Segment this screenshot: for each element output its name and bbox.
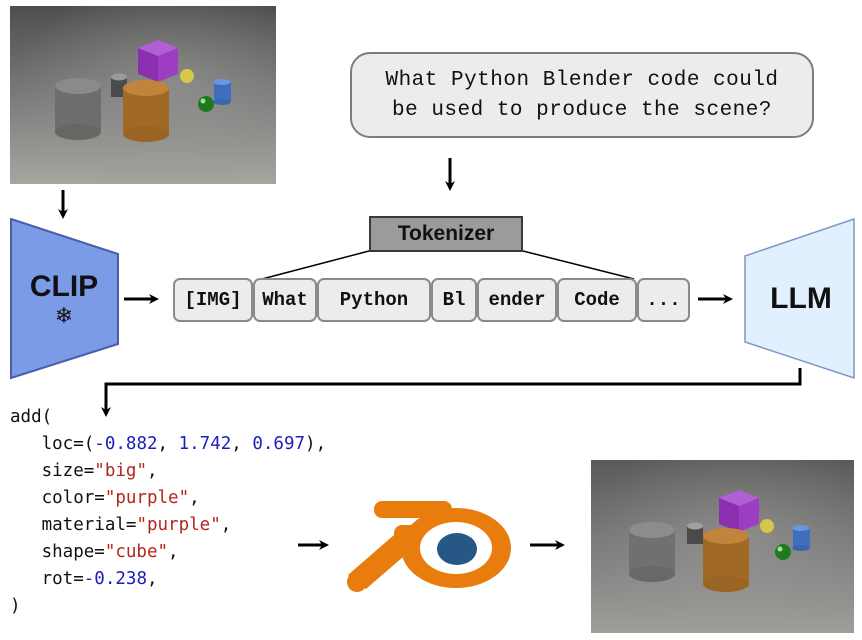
token-python: Python <box>317 278 431 322</box>
code-line-rot: rot=-0.238, <box>41 569 158 589</box>
code-line-close: ) <box>10 596 21 616</box>
generated-code-block: add( loc=(-0.882, 1.742, 0.697), size="b… <box>10 404 326 620</box>
snowflake-icon: ❄ <box>54 304 74 329</box>
llm-label: LLM <box>770 282 832 315</box>
code-line-color: color="purple", <box>41 488 200 508</box>
prompt-box: What Python Blender code could be used t… <box>350 52 814 138</box>
tokenizer-fan-left <box>261 250 370 280</box>
input-scene-image <box>10 6 276 184</box>
blender-logo-icon <box>347 501 511 592</box>
token-ender: ender <box>477 278 557 322</box>
tokenizer-box: Tokenizer <box>369 216 523 252</box>
clip-label: CLIP <box>29 270 99 303</box>
token-ellipsis: ... <box>637 278 690 322</box>
token-bl: Bl <box>431 278 477 322</box>
prompt-line-2: be used to produce the scene? <box>392 99 772 122</box>
token-code: Code <box>557 278 637 322</box>
code-line-size: size="big", <box>41 461 158 481</box>
code-line-material: material="purple", <box>41 515 232 535</box>
llm-decoder <box>744 218 855 380</box>
output-scene-image <box>591 460 854 633</box>
arrow-llm-to-code <box>101 368 802 417</box>
clip-encoder <box>10 218 119 380</box>
code-line-shape: shape="cube", <box>41 542 179 562</box>
code-line-add: add( <box>10 407 53 427</box>
code-line-loc: loc=(-0.882, 1.742, 0.697), <box>41 434 327 454</box>
tokenizer-fan-right <box>522 250 635 280</box>
token-img: [IMG] <box>173 278 253 322</box>
prompt-line-1: What Python Blender code could <box>385 69 779 92</box>
token-what: What <box>253 278 317 322</box>
